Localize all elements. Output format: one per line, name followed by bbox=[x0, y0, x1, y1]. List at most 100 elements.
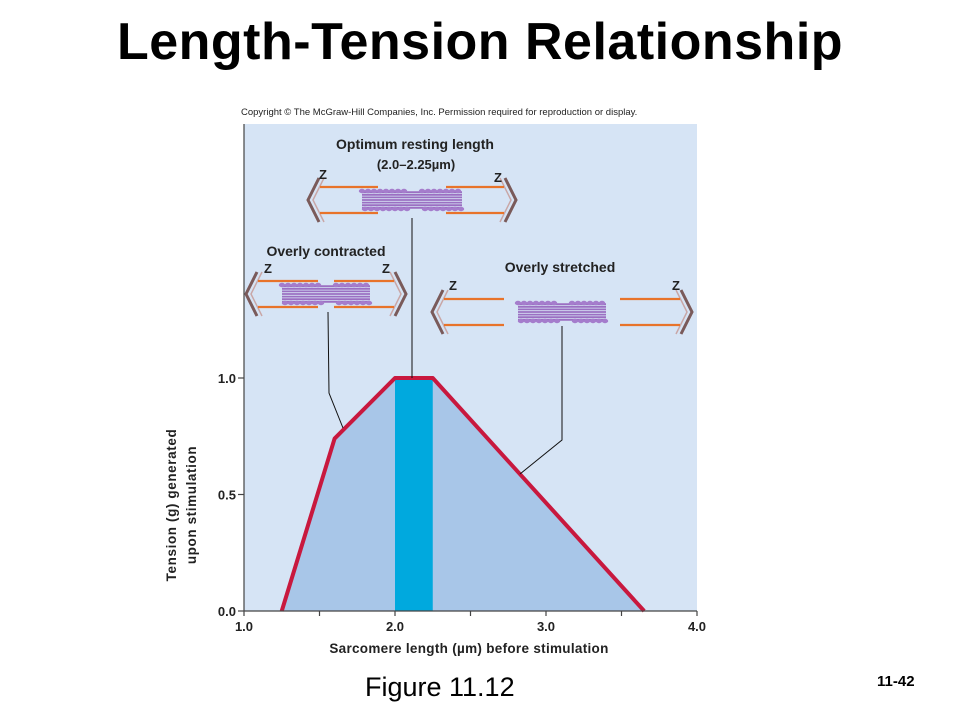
myosin-head bbox=[382, 188, 390, 194]
myosin-head bbox=[538, 300, 546, 306]
z-label-stretched-right: Z bbox=[672, 278, 680, 293]
myosin-head bbox=[341, 300, 349, 306]
myosin-head bbox=[284, 282, 292, 288]
myosin-head bbox=[580, 300, 588, 306]
z-disc-shadow bbox=[499, 177, 512, 223]
myosin-head bbox=[526, 300, 534, 306]
myosin-head bbox=[281, 300, 289, 306]
myosin-head bbox=[359, 300, 367, 306]
myosin-head bbox=[376, 188, 384, 194]
contracted-label: Overly contracted bbox=[266, 243, 385, 259]
myosin-head bbox=[394, 188, 402, 194]
myosin-head bbox=[311, 300, 319, 306]
myosin-head bbox=[574, 300, 582, 306]
myosin-head bbox=[433, 206, 441, 212]
myosin-head bbox=[305, 300, 313, 306]
myosin-head bbox=[532, 300, 540, 306]
myosin-head bbox=[391, 206, 399, 212]
myosin-head bbox=[523, 318, 531, 324]
myosin-head bbox=[308, 282, 316, 288]
myosin-head bbox=[541, 318, 549, 324]
slide-title: Length-Tension Relationship bbox=[116, 13, 844, 71]
stretched-label: Overly stretched bbox=[505, 259, 616, 275]
x-tick-label: 4.0 bbox=[688, 619, 706, 634]
myosin-head bbox=[373, 206, 381, 212]
myosin-head bbox=[457, 206, 465, 212]
y-axis-label-line-2: upon stimulation bbox=[184, 446, 199, 564]
myosin-head bbox=[278, 282, 286, 288]
z-disc-right bbox=[503, 177, 518, 223]
myosin-head bbox=[317, 300, 325, 306]
myosin-head bbox=[535, 318, 543, 324]
x-tick-label: 2.0 bbox=[386, 619, 404, 634]
y-tick-label: 0.5 bbox=[218, 488, 236, 503]
myosin-head bbox=[451, 206, 459, 212]
z-label-stretched-left: Z bbox=[449, 278, 457, 293]
slide-number: 11-42 bbox=[877, 673, 915, 690]
myosin-head bbox=[577, 318, 585, 324]
myosin-head bbox=[293, 300, 301, 306]
myosin-head bbox=[436, 188, 444, 194]
sarcomere-contracted bbox=[244, 271, 408, 317]
z-disc-right bbox=[679, 289, 694, 335]
myosin-head bbox=[361, 206, 369, 212]
z-disc-left bbox=[244, 271, 259, 317]
leader-line-stretched bbox=[519, 326, 563, 475]
myosin-head bbox=[421, 206, 429, 212]
z-label-optimum-right: Z bbox=[494, 170, 502, 185]
leader-line-contracted bbox=[327, 311, 344, 429]
myosin-head bbox=[424, 188, 432, 194]
y-tick-label: 0.0 bbox=[218, 604, 236, 619]
myosin-head bbox=[514, 300, 522, 306]
myosin-head bbox=[335, 300, 343, 306]
copyright-notice: Copyright © The McGraw-Hill Companies, I… bbox=[241, 107, 638, 118]
myosin-head bbox=[388, 188, 396, 194]
myosin-head bbox=[529, 318, 537, 324]
y-axis-label-line-1: Tension (g) generated bbox=[164, 429, 179, 582]
myosin-head bbox=[362, 282, 370, 288]
myosin-head bbox=[358, 188, 366, 194]
z-label-optimum-left: Z bbox=[319, 167, 327, 182]
myosin-head bbox=[442, 188, 450, 194]
z-disc-shadow bbox=[250, 271, 263, 317]
myosin-head bbox=[400, 188, 408, 194]
myosin-head bbox=[344, 282, 352, 288]
z-disc-shadow bbox=[436, 289, 449, 335]
myosin-head bbox=[430, 188, 438, 194]
optimum-length-band bbox=[395, 378, 433, 611]
myosin-head bbox=[520, 300, 528, 306]
myosin-head bbox=[356, 282, 364, 288]
sarcomere-optimum bbox=[306, 177, 518, 223]
myosin-head bbox=[592, 300, 600, 306]
x-tick-label: 1.0 bbox=[235, 619, 253, 634]
myosin-head bbox=[568, 300, 576, 306]
y-tick-label: 1.0 bbox=[218, 371, 236, 386]
z-label-contracted-left: Z bbox=[264, 261, 272, 276]
myosin-head bbox=[332, 282, 340, 288]
z-disc-shadow bbox=[312, 177, 325, 223]
optimum-title-label: Optimum resting length bbox=[336, 136, 494, 152]
myosin-head bbox=[427, 206, 435, 212]
sarcomere-stretched bbox=[430, 289, 694, 335]
myosin-head bbox=[439, 206, 447, 212]
myosin-head bbox=[287, 300, 295, 306]
z-disc-right bbox=[393, 271, 408, 317]
myosin-head bbox=[598, 300, 606, 306]
x-tick-label: 3.0 bbox=[537, 619, 555, 634]
myosin-head bbox=[365, 300, 373, 306]
myosin-head bbox=[586, 300, 594, 306]
myosin-head bbox=[350, 282, 358, 288]
myosin-head bbox=[338, 282, 346, 288]
optimum-range-label: (2.0–2.25µm) bbox=[377, 157, 455, 172]
tension-area bbox=[281, 378, 645, 611]
myosin-head bbox=[290, 282, 298, 288]
myosin-head bbox=[550, 300, 558, 306]
myosin-head bbox=[364, 188, 372, 194]
myosin-head bbox=[589, 318, 597, 324]
figure-caption: Figure 11.12 bbox=[365, 672, 515, 702]
z-disc-shadow bbox=[675, 289, 688, 335]
myosin-head bbox=[353, 300, 361, 306]
z-disc-left bbox=[430, 289, 445, 335]
z-label-contracted-right: Z bbox=[382, 261, 390, 276]
myosin-head bbox=[403, 206, 411, 212]
